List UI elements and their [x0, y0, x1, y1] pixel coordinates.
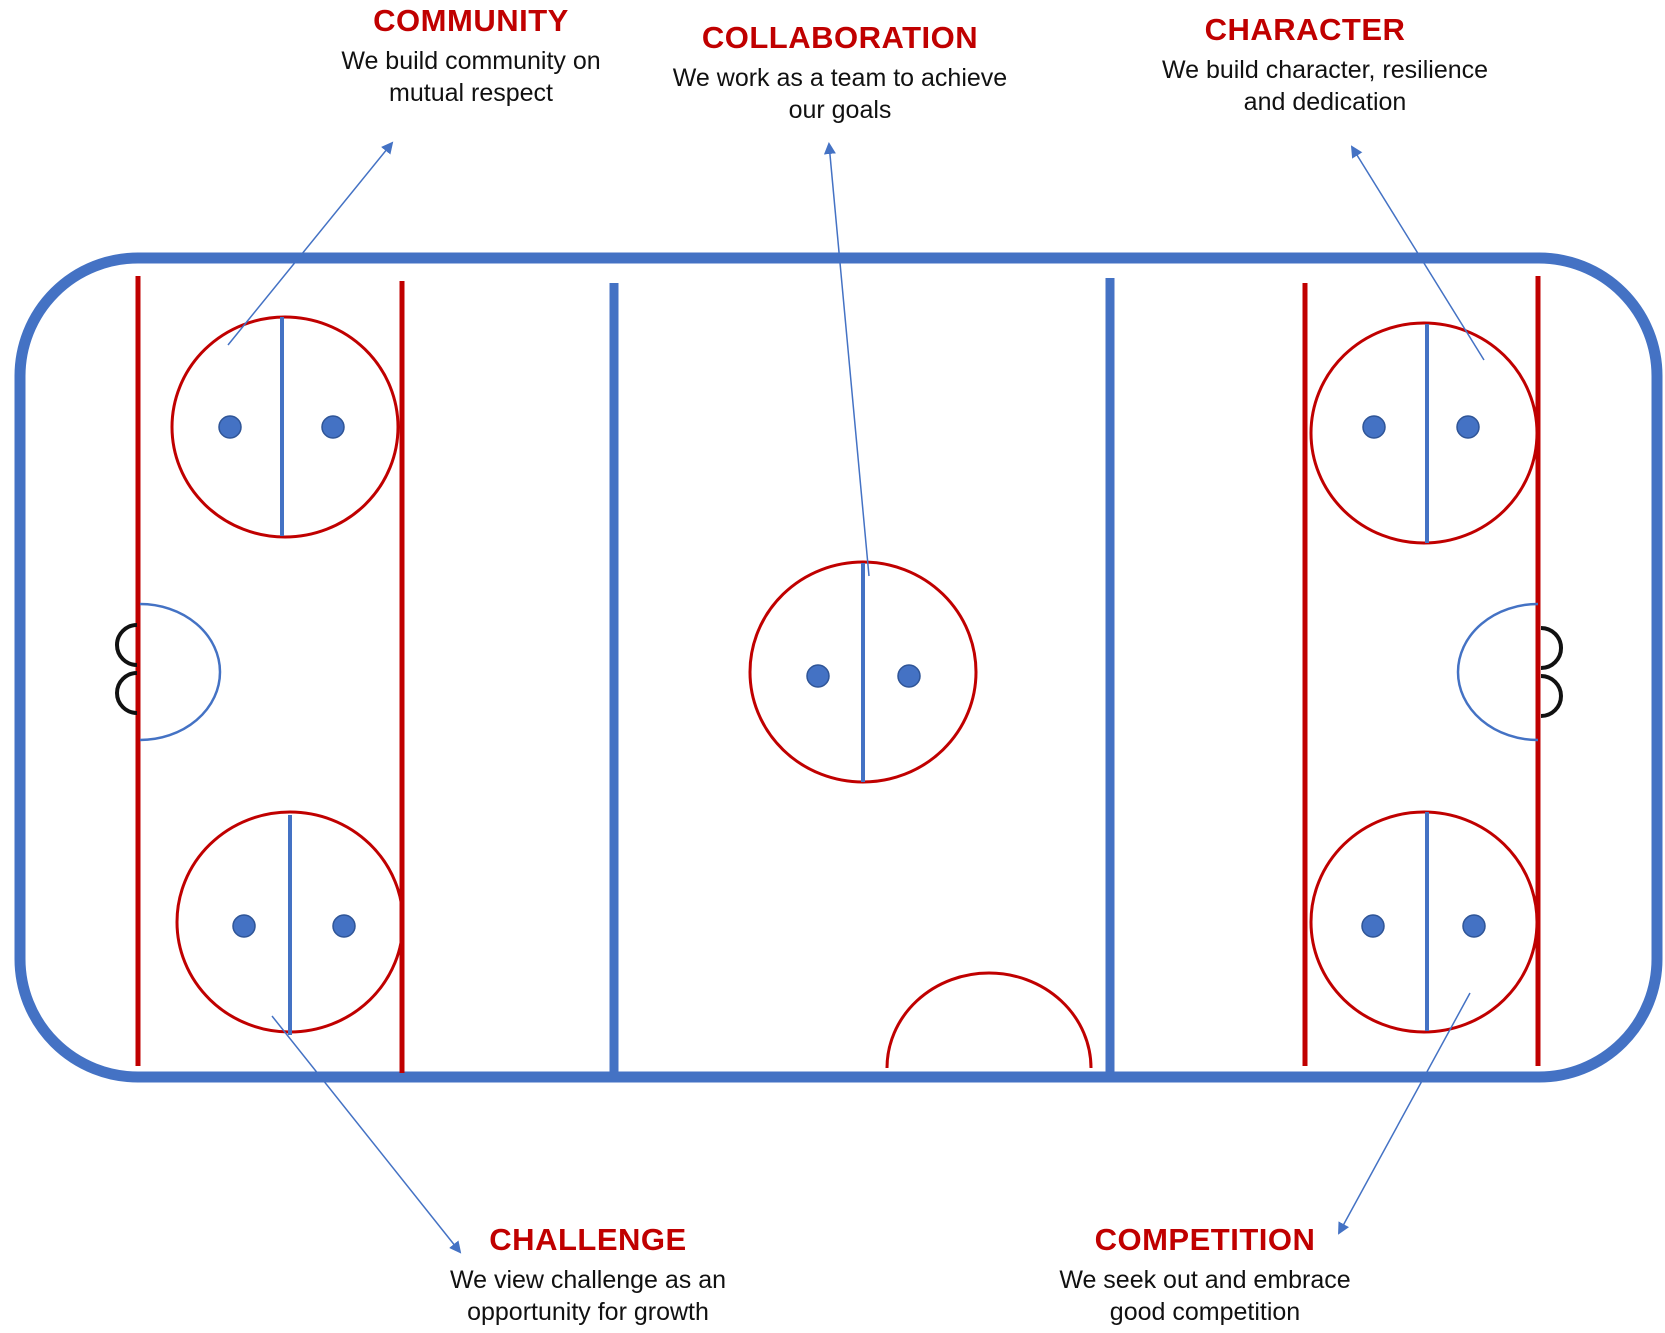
net-left [117, 625, 137, 713]
callout-challenge: CHALLENGE We view challenge as an opport… [398, 1222, 778, 1328]
value-description: We build community on mutual respect [321, 45, 621, 109]
faceoff-circle-bottom-right [1311, 812, 1537, 1032]
net-right [1541, 628, 1561, 716]
faceoff-circle-top-left [172, 317, 398, 537]
value-title: CHARACTER [1115, 12, 1495, 48]
faceoff-circle-top-right [1311, 323, 1537, 543]
arrow-community [228, 143, 392, 345]
value-description: We work as a team to achieve our goals [660, 62, 1020, 126]
referee-crease [887, 973, 1091, 1068]
value-description: We view challenge as an opportunity for … [438, 1264, 738, 1328]
callout-character: CHARACTER We build character, resilience… [1115, 12, 1495, 118]
value-title: COMPETITION [1015, 1222, 1395, 1258]
rink-boards [20, 258, 1657, 1077]
goal-crease-right [1458, 604, 1538, 740]
faceoff-circle-bottom-left [177, 812, 403, 1035]
goal-crease-left [140, 604, 220, 740]
value-description: We build character, resilience and dedic… [1145, 54, 1505, 118]
callout-collaboration: COLLABORATION We work as a team to achie… [650, 20, 1030, 126]
callout-community: COMMUNITY We build community on mutual r… [281, 3, 661, 109]
value-title: CHALLENGE [398, 1222, 778, 1258]
value-title: COLLABORATION [650, 20, 1030, 56]
value-title: COMMUNITY [281, 3, 661, 39]
arrow-collaboration [829, 144, 869, 576]
arrow-challenge [272, 1016, 460, 1252]
faceoff-circle-center [750, 562, 976, 782]
callout-competition: COMPETITION We seek out and embrace good… [1015, 1222, 1395, 1328]
value-description: We seek out and embrace good competition [1045, 1264, 1365, 1328]
